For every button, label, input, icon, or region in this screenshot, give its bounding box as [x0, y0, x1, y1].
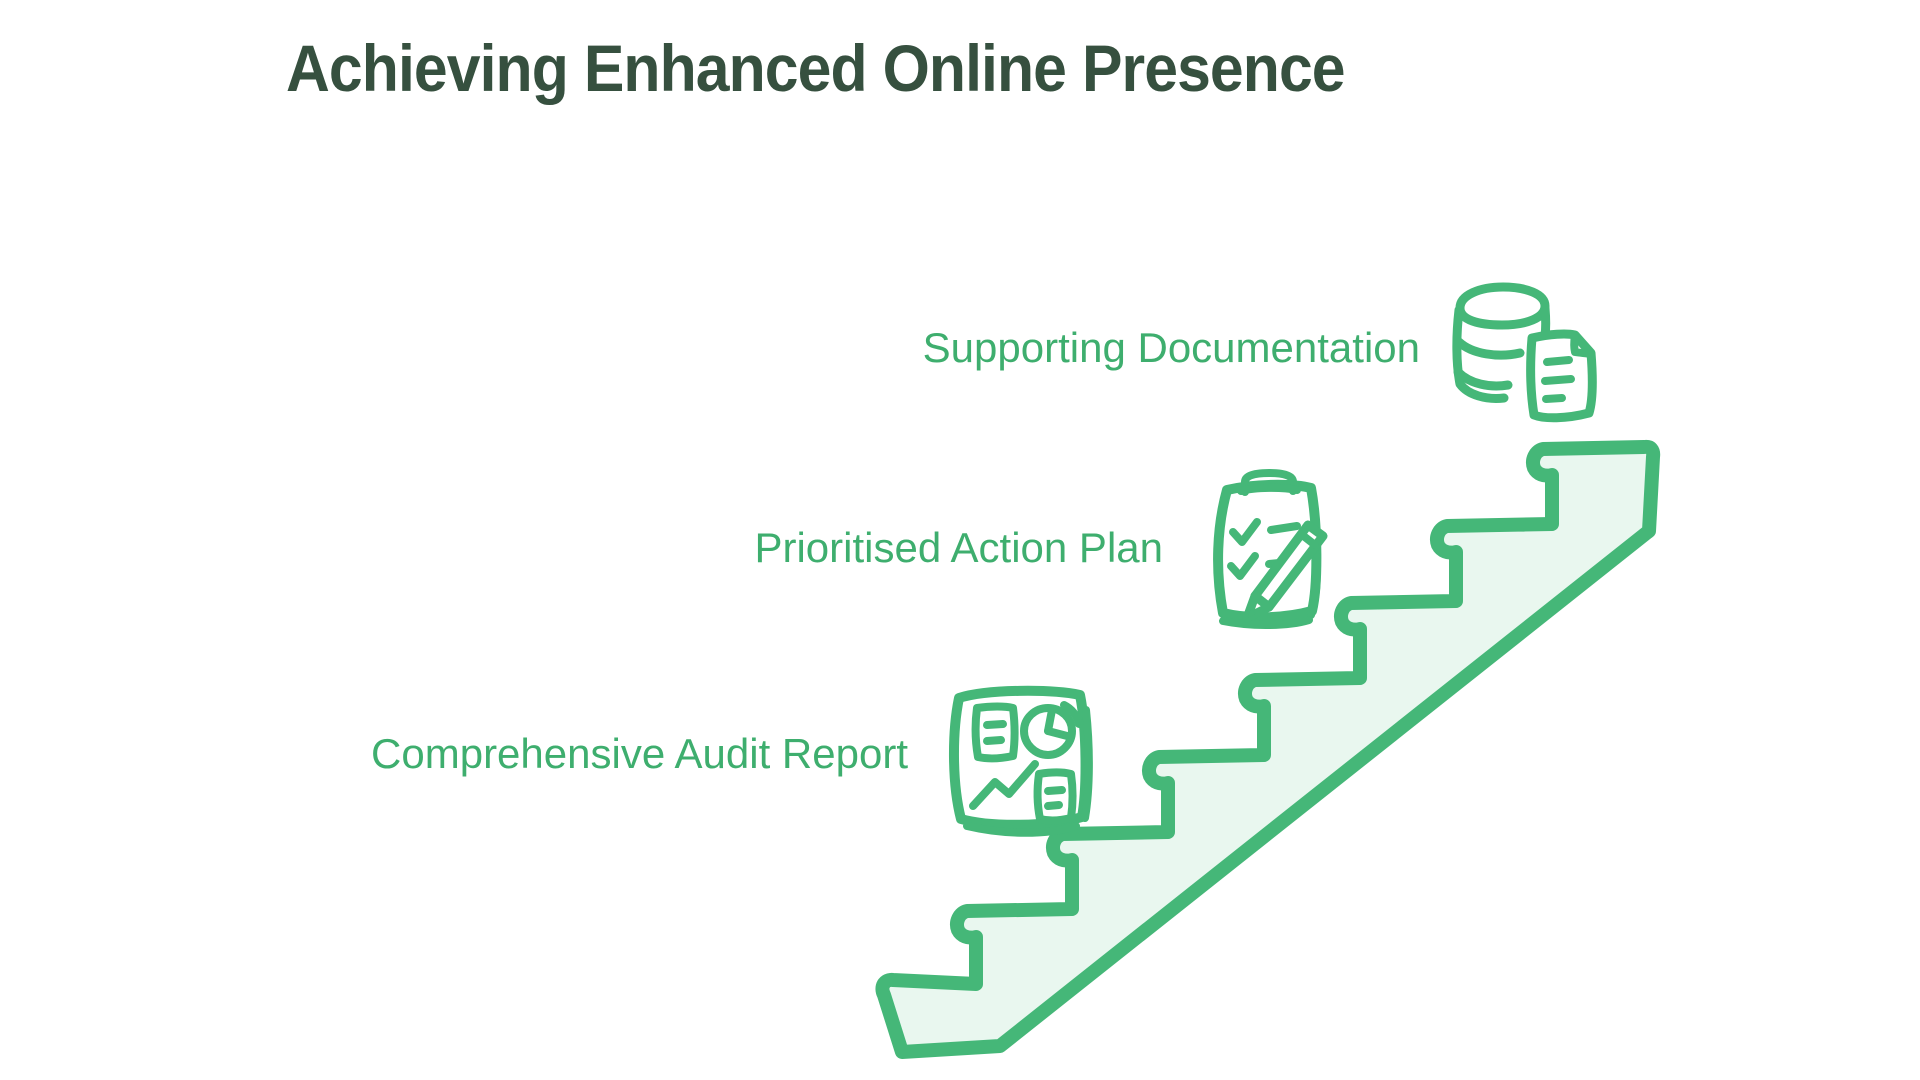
clipboard-checklist-pencil-icon — [1213, 469, 1328, 629]
database-documents-icon — [1452, 282, 1597, 423]
staircase-path — [875, 439, 1661, 1059]
step-label-comprehensive-audit-report: Comprehensive Audit Report — [371, 730, 908, 777]
page-title: Achieving Enhanced Online Presence — [286, 31, 1346, 105]
step-label-supporting-documentation: Supporting Documentation — [922, 324, 1420, 371]
audit-report-dashboard-icon — [949, 685, 1093, 837]
step-label-prioritised-action-plan: Prioritised Action Plan — [754, 524, 1163, 571]
